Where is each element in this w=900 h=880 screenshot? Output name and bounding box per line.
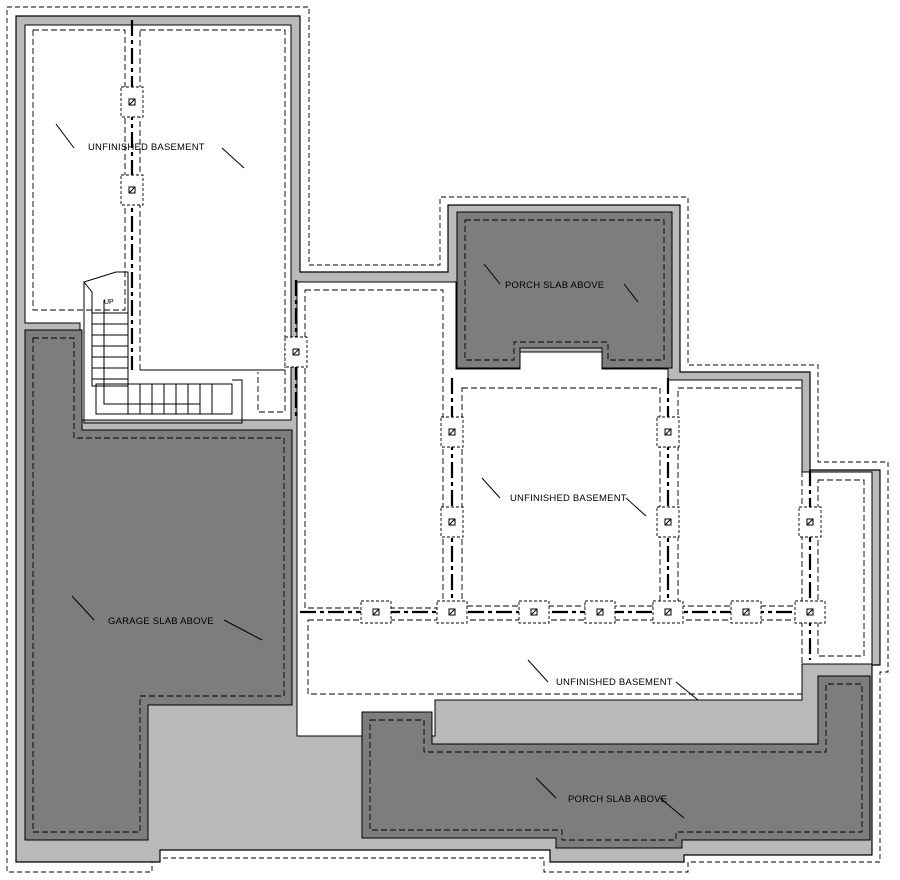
- porch-slab-north-edge: [464, 219, 665, 361]
- post-v7-column-mark: [806, 518, 814, 526]
- post-v5-column-mark: [664, 428, 672, 436]
- post-h0-column-mark: [372, 608, 380, 616]
- post-v6-column-mark: [664, 518, 672, 526]
- room-outline-nw-right: [139, 29, 286, 371]
- post-h3-column-mark: [596, 608, 604, 616]
- label-porch-south: PORCH SLAB ABOVE: [535, 777, 685, 819]
- svg-text:UNFINISHED BASEMENT: UNFINISHED BASEMENT: [88, 142, 205, 153]
- post-v0-column-mark: [128, 98, 136, 106]
- svg-text:UNFINISHED BASEMENT: UNFINISHED BASEMENT: [510, 493, 627, 504]
- porch-slab-south-edge: [369, 683, 863, 841]
- stair: UP: [83, 271, 243, 424]
- post-pads: [120, 86, 826, 624]
- porch-slab-south: [361, 675, 871, 849]
- post-h4-column-mark: [664, 608, 672, 616]
- porch-slab-north: [456, 211, 673, 369]
- label-porch-north: PORCH SLAB ABOVE: [483, 263, 639, 303]
- label-garage: GARAGE SLAB ABOVE: [71, 595, 263, 641]
- room-outline-center-b: [461, 387, 661, 607]
- svg-text:UNFINISHED BASEMENT: UNFINISHED BASEMENT: [556, 677, 673, 688]
- post-h2-column-mark: [530, 608, 538, 616]
- room-outline-east: [817, 479, 865, 657]
- post-h5-column-mark: [742, 608, 750, 616]
- stair-up-label: UP: [104, 299, 114, 306]
- post-h6-column-mark: [806, 608, 814, 616]
- room-outline-nw-stair: [140, 369, 286, 413]
- svg-text:PORCH SLAB ABOVE: PORCH SLAB ABOVE: [505, 280, 604, 291]
- label-basement-center: UNFINISHED BASEMENT: [481, 477, 647, 517]
- post-h1-column-mark: [448, 608, 456, 616]
- svg-text:PORCH SLAB ABOVE: PORCH SLAB ABOVE: [568, 794, 667, 805]
- garage-slab-edge: [32, 337, 285, 833]
- label-basement-nw: UNFINISHED BASEMENT: [55, 123, 245, 169]
- garage-slab: [24, 329, 293, 841]
- room-outline-nw-left: [32, 29, 126, 311]
- svg-text:GARAGE SLAB ABOVE: GARAGE SLAB ABOVE: [108, 616, 214, 627]
- post-v2-column-mark: [292, 348, 300, 356]
- room-outline-south: [307, 619, 803, 695]
- post-v3-column-mark: [448, 428, 456, 436]
- footing-outline: [6, 6, 889, 873]
- post-v4-column-mark: [448, 518, 456, 526]
- label-basement-south: UNFINISHED BASEMENT: [527, 659, 699, 701]
- post-v1-column-mark: [128, 186, 136, 194]
